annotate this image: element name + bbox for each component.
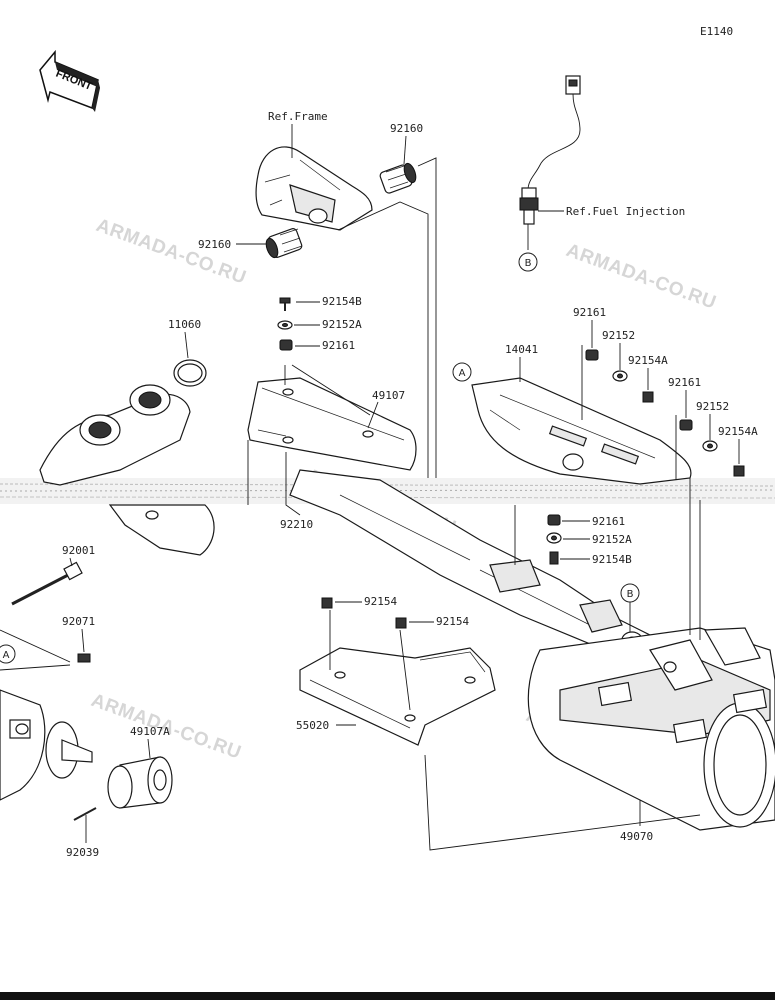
label-92154B-mid: 92154B (592, 553, 632, 566)
label-49107: 49107 (372, 389, 405, 402)
ref-circle-b-top: B (518, 252, 538, 272)
bolt-92154A-r2 (733, 465, 745, 477)
front-arrow-icon: FRONT (39, 49, 100, 112)
end-cap-49107A (45, 721, 173, 809)
washer-92152-r1 (612, 370, 628, 382)
svg-text:B: B (627, 589, 634, 600)
pin-92039 (73, 807, 97, 821)
label-92161-mid: 92161 (592, 515, 625, 528)
svg-text:A: A (3, 650, 10, 661)
nut-92161-mid (547, 514, 561, 526)
exhaust-header (39, 384, 215, 556)
svg-text:B: B (525, 258, 532, 269)
ref-circle-a-right: A (452, 362, 472, 382)
muffler-end-left (0, 689, 46, 801)
frame-bracket (255, 146, 373, 231)
bolt-92154-a (321, 597, 333, 609)
label-92154A-r2: 92154A (718, 425, 758, 438)
mid-pipe (289, 469, 661, 661)
bottom-bar (0, 992, 775, 1000)
label-92154A-r1: 92154A (628, 354, 668, 367)
grommet-left (265, 228, 303, 259)
watermark-1: ARMADA-CO.RU (93, 215, 249, 289)
label-92071: 92071 (62, 615, 95, 628)
label-92152-r2: 92152 (696, 400, 729, 413)
label-92001: 92001 (62, 544, 95, 557)
label-92152A-top: 92152A (322, 318, 362, 331)
ref-frame-label: Ref.Frame (268, 110, 328, 123)
bolt-92154-b (395, 617, 407, 629)
bolt-92154B-top (279, 297, 291, 311)
gasket-11060 (173, 359, 207, 387)
label-49070: 49070 (620, 830, 653, 843)
label-55020: 55020 (296, 719, 329, 732)
long-bolt-92001 (11, 561, 83, 606)
nut-92161-r2 (679, 419, 693, 431)
bolt-92154A-r1 (642, 391, 654, 403)
clamp-92071 (77, 653, 91, 663)
ref-circle-b-lower: B (620, 583, 640, 603)
label-92161-r2: 92161 (668, 376, 701, 389)
label-92154B-top: 92154B (322, 295, 362, 308)
svg-text:A: A (459, 368, 466, 379)
shield-55020 (299, 647, 496, 746)
heat-shield-49107 (247, 377, 417, 471)
label-92039: 92039 (66, 846, 99, 859)
nut-92161-r1 (585, 349, 599, 361)
nut-92161-top (279, 339, 293, 351)
muffler-49070 (527, 627, 775, 831)
ref-fuel-injection-label: Ref.Fuel Injection (566, 205, 685, 218)
label-92160-top: 92160 (390, 122, 423, 135)
cover-14041 (471, 377, 692, 485)
label-92154-b: 92154 (436, 615, 469, 628)
oxygen-sensor (519, 75, 581, 225)
label-11060: 11060 (168, 318, 201, 331)
washer-92152-r2 (702, 440, 718, 452)
diagram-code: E1140 (700, 25, 733, 38)
washer-92152A-mid (546, 532, 562, 544)
ref-circle-a-left: A (0, 644, 16, 664)
label-14041: 14041 (505, 343, 538, 356)
washer-92152A-top (277, 320, 293, 330)
watermark-2: ARMADA-CO.RU (563, 240, 719, 314)
label-92152-r1: 92152 (602, 329, 635, 342)
label-92161-r1: 92161 (573, 306, 606, 319)
label-92210: 92210 (280, 518, 313, 531)
label-92160-left: 92160 (198, 238, 231, 251)
label-92154-a: 92154 (364, 595, 397, 608)
label-92152A-mid: 92152A (592, 533, 632, 546)
bolt-92154B-mid (549, 551, 559, 565)
label-92161-top: 92161 (322, 339, 355, 352)
label-49107A: 49107A (130, 725, 170, 738)
grommet-top (379, 162, 417, 194)
